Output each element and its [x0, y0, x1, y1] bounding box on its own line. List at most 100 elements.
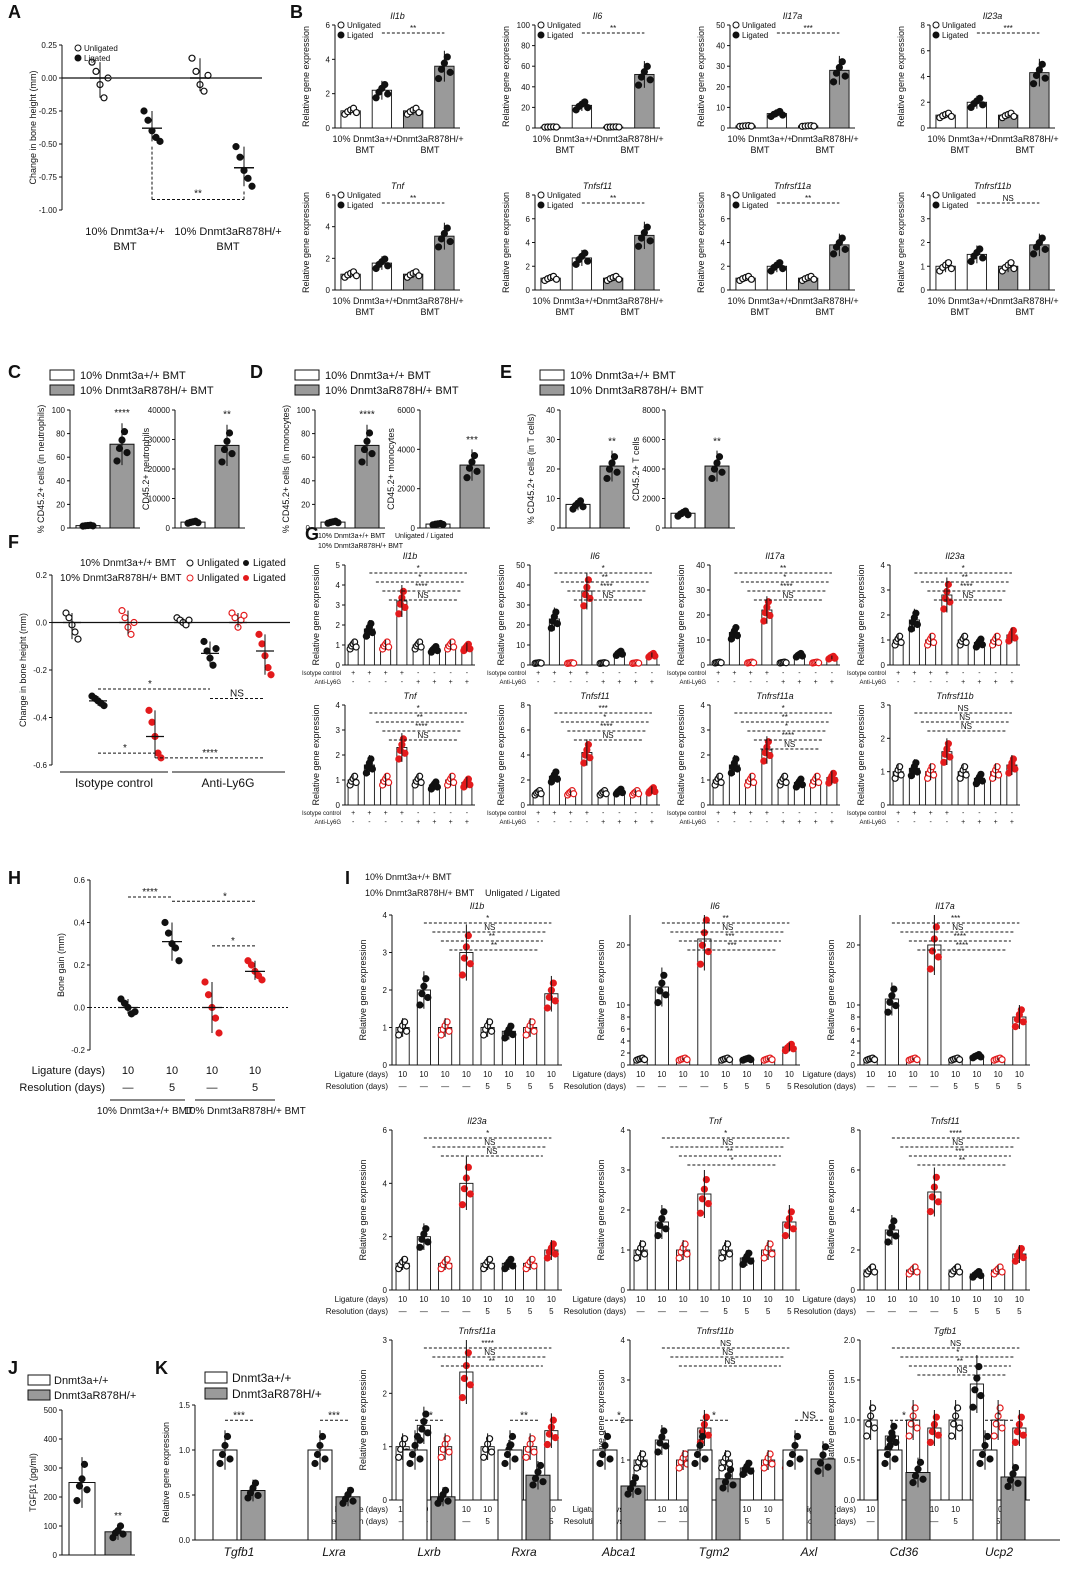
antily6g-flag: + — [1010, 819, 1014, 826]
antily6g-flag: + — [634, 819, 638, 826]
ligature-value: 10 — [206, 1065, 218, 1077]
sig-label: ** — [425, 1410, 433, 1421]
antily6g-flag: + — [977, 819, 981, 826]
data-point — [487, 1448, 496, 1456]
y-tick-label: 40 — [546, 406, 555, 415]
x-category-label: BMT — [1016, 307, 1036, 317]
legend-ligated-marker — [537, 31, 545, 39]
data-point — [913, 1424, 921, 1432]
legend-ligated: Ligated — [347, 201, 373, 210]
y-tick-label: 2 — [383, 1389, 388, 1398]
row-label: Anti-Ly6G — [860, 680, 887, 686]
data-point — [1009, 755, 1017, 763]
data-point — [552, 275, 561, 283]
data-point — [113, 457, 121, 465]
legend-mut-swatch — [49, 384, 75, 396]
sig-label: NS — [950, 1339, 961, 1348]
data-point — [995, 771, 1003, 779]
y-axis-label: CD45.2+ neutrophils — [141, 427, 151, 510]
data-point — [1011, 1438, 1020, 1447]
data-point — [662, 991, 670, 999]
sig-label: ** — [610, 194, 616, 203]
panel-letter-h: H — [8, 868, 21, 888]
y-axis-label: Relative gene expression — [596, 1369, 606, 1470]
y-tick-label: 0 — [166, 524, 171, 533]
isotype-flag: + — [912, 810, 916, 817]
resolution-value: 5 — [766, 1307, 771, 1316]
sig-label: **** — [359, 410, 375, 421]
resolution-value: — — [207, 1082, 218, 1094]
data-point — [443, 53, 451, 61]
data-point — [633, 1464, 641, 1472]
resolution-value: 5 — [549, 1082, 554, 1091]
data-point — [194, 519, 202, 527]
ligature-value: 10 — [972, 1070, 981, 1079]
data-point — [696, 960, 705, 968]
data-point — [810, 122, 818, 130]
antily6g-flag: + — [781, 679, 785, 686]
sig-label: * — [712, 1410, 716, 1421]
data-point — [448, 772, 456, 780]
resolution-value: — — [637, 1082, 645, 1091]
ligature-value: 10 — [657, 1295, 666, 1304]
sig-label: NS — [602, 591, 613, 600]
x-category-label: BMT — [556, 145, 576, 155]
row-label: Ligature (days) — [573, 1295, 627, 1304]
panel-letter-d: D — [250, 362, 263, 382]
y-tick-label: 4 — [621, 1336, 626, 1345]
ligature-value: 10 — [249, 1065, 261, 1077]
data-point — [537, 790, 545, 798]
isotype-flag: - — [602, 670, 605, 677]
x-category-label: 10% Dnmt3a+/+ — [332, 134, 397, 144]
isotype-flag: + — [765, 810, 769, 817]
y-tick-label: 8 — [521, 701, 526, 710]
data-point — [367, 619, 375, 628]
x-category-label: BMT — [556, 307, 576, 317]
data-point — [940, 605, 948, 613]
data-point — [381, 255, 389, 263]
sig-label: ** — [114, 1511, 122, 1522]
data-point — [247, 961, 256, 969]
x-category-label: BMT — [621, 307, 641, 317]
data-point — [551, 1250, 559, 1258]
y-tick-label: -0.6 — [33, 761, 47, 770]
row-label: Resolution (days) — [564, 1307, 627, 1316]
ligature-value: 10 — [742, 1295, 751, 1304]
resolution-value: 5 — [549, 1307, 554, 1316]
data-point — [750, 778, 758, 787]
sig-label: **** — [142, 887, 158, 898]
antily6g-flag: + — [830, 679, 834, 686]
isotype-flag: + — [716, 810, 720, 817]
data-point — [662, 1442, 670, 1450]
isotype-flag: - — [417, 670, 420, 677]
data-point — [928, 763, 936, 771]
y-axis-label: Relative gene expression — [696, 192, 706, 293]
y-tick-label: 40 — [696, 561, 705, 570]
data-point — [215, 1029, 223, 1037]
data-point — [881, 1459, 889, 1468]
isotype-flag: - — [994, 670, 997, 677]
y-axis-label: % CD45.2+ cells (in monocytes) — [281, 405, 291, 533]
y-axis-label: Relative gene expression — [856, 564, 866, 665]
data-point — [228, 450, 236, 458]
legend-unligated: Unligated — [547, 21, 581, 30]
sig-label: * — [418, 573, 421, 582]
data-point — [74, 635, 82, 643]
sig-label: ** — [957, 1357, 963, 1366]
data-point — [993, 632, 1001, 640]
resolution-value: — — [462, 1082, 470, 1091]
data-point — [779, 111, 787, 119]
resolution-value: — — [658, 1517, 666, 1526]
data-point — [979, 254, 987, 262]
isotype-flag: + — [400, 810, 404, 817]
sig-label: NS — [417, 591, 428, 600]
y-tick-label: 0.5 — [844, 1456, 856, 1465]
data-point — [977, 1391, 985, 1400]
data-point — [946, 753, 954, 761]
sig-label: * — [962, 564, 965, 573]
data-point — [786, 1459, 794, 1468]
resolution-value: — — [637, 1307, 645, 1316]
antily6g-flag: + — [432, 679, 436, 686]
